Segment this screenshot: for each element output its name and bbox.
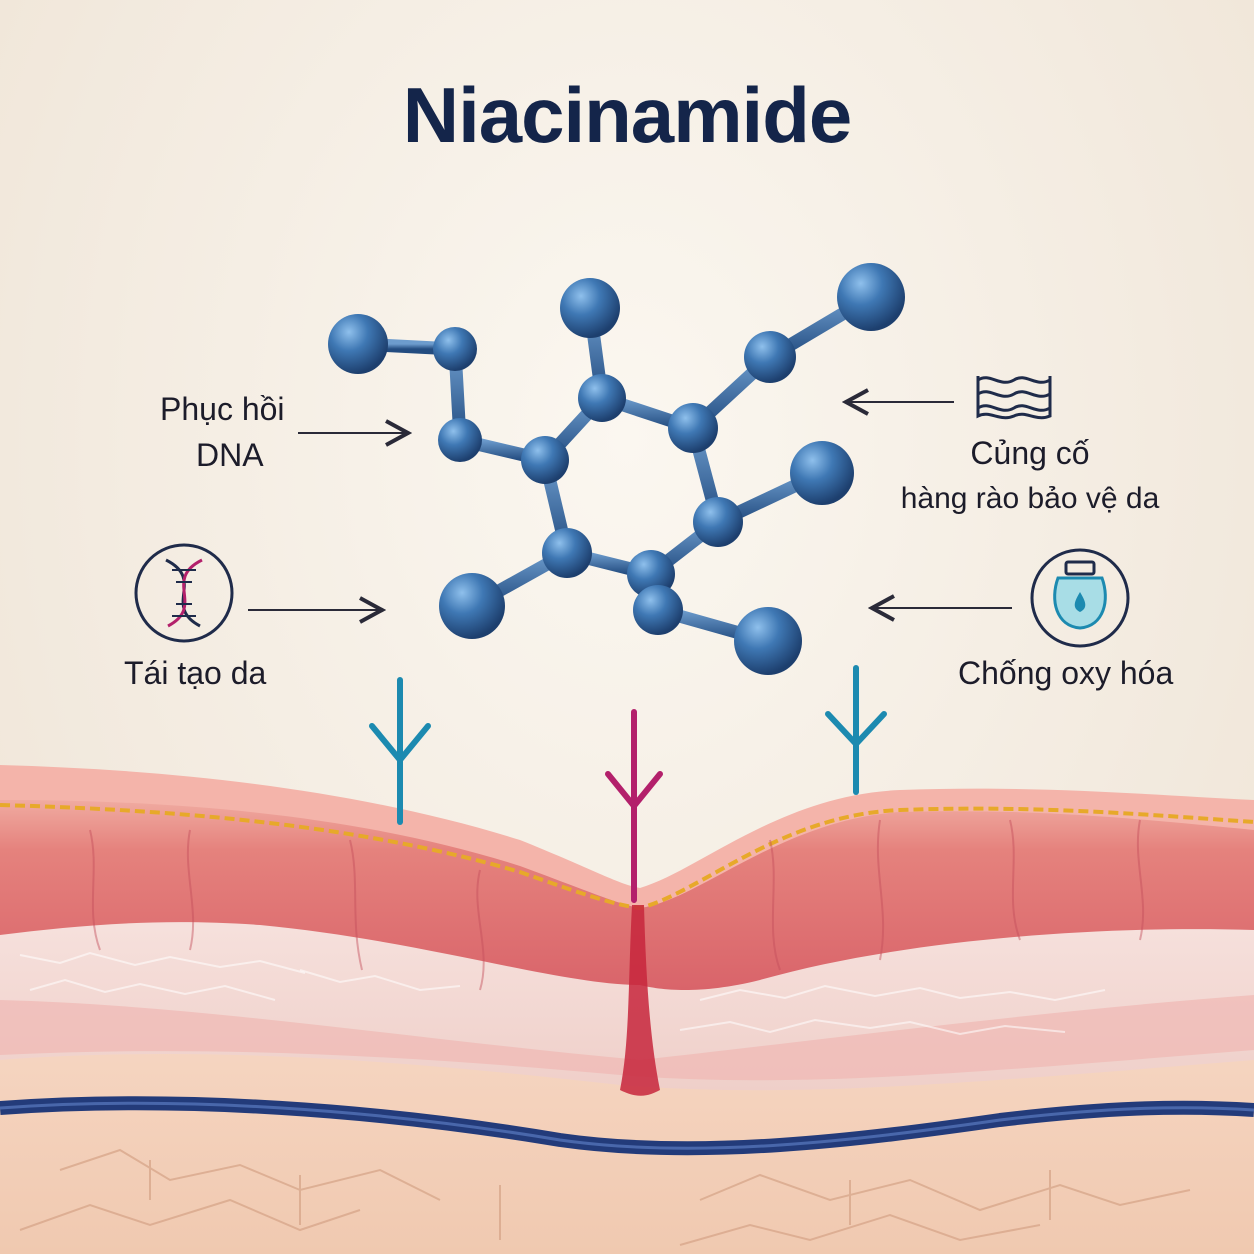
arrow-center-magenta (605, 709, 663, 903)
atom (439, 573, 505, 639)
atom (668, 403, 718, 453)
atom (734, 607, 802, 675)
atom (542, 528, 592, 578)
label-line: Phục hồi (160, 391, 285, 427)
atom (328, 314, 388, 374)
label-chong-oxy-hoa: Chống oxy hóa (958, 655, 1174, 691)
niacinamide-molecule (328, 263, 905, 675)
label-phuc-hoi-dna: Phục hồi DNA (160, 386, 285, 478)
dna-icon (134, 543, 234, 643)
label-line: Củng cố (970, 435, 1090, 471)
pointer-arrows (248, 402, 1012, 610)
stratum-corneum (0, 765, 1254, 908)
atom (438, 418, 482, 462)
atom (433, 327, 477, 371)
page-title: Niacinamide (402, 71, 853, 159)
skin-layers-icon (976, 376, 1052, 420)
atom (837, 263, 905, 331)
label-tai-tao-da: Tái tạo da (124, 655, 267, 691)
atom (744, 331, 796, 383)
label-line: DNA (196, 437, 264, 473)
penetration-channel (620, 905, 660, 1096)
atom (693, 497, 743, 547)
label-cung-co: Củng cố hàng rào bảo vệ da (880, 430, 1180, 522)
atom (521, 436, 569, 484)
epidermis-layer (0, 790, 1254, 990)
arrow-left-teal (369, 677, 431, 825)
antioxidant-drop-icon (1030, 548, 1130, 648)
atom (633, 585, 683, 635)
label-line: hàng rào bảo vệ da (900, 482, 1160, 515)
atom (578, 374, 626, 422)
skin-cross-section (0, 765, 1254, 1254)
atom (790, 441, 854, 505)
atom (560, 278, 620, 338)
arrow-right-teal (825, 665, 887, 795)
